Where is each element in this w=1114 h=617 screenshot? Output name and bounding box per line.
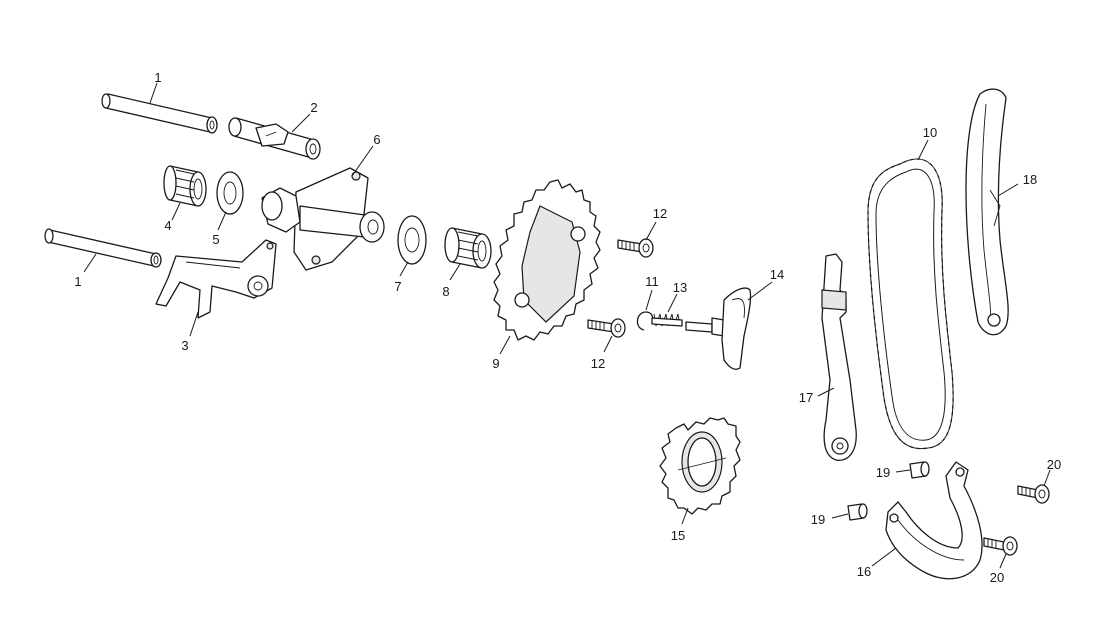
part-pin-follower — [228, 117, 321, 160]
callout-20-lower: 20 — [990, 570, 1004, 585]
leader-12a — [645, 221, 657, 241]
leader-18 — [997, 183, 1019, 197]
callout-2: 2 — [310, 100, 317, 115]
part-camshaft — [261, 167, 385, 271]
leader-17 — [817, 387, 835, 397]
part-washer-left — [216, 171, 244, 215]
callout-15: 15 — [671, 528, 685, 543]
callout-20-upper: 20 — [1047, 457, 1061, 472]
leader-5 — [217, 211, 227, 231]
part-spring — [651, 313, 683, 327]
leader-2 — [291, 113, 311, 133]
leader-13 — [667, 293, 678, 313]
callout-13: 13 — [673, 280, 687, 295]
part-bolt-lower — [587, 318, 626, 338]
leader-20b — [999, 553, 1007, 569]
leader-1a — [149, 82, 158, 104]
part-tensioner-plunger — [685, 287, 752, 370]
leader-11 — [645, 289, 653, 311]
leader-7 — [399, 261, 409, 277]
part-bushing-upper — [909, 461, 930, 479]
leader-8 — [449, 263, 461, 281]
leader-19b — [831, 513, 849, 519]
part-crank-sprocket — [659, 417, 741, 515]
callout-16: 16 — [857, 564, 871, 579]
part-bolt-upper — [617, 238, 654, 258]
callout-12-upper: 12 — [653, 206, 667, 221]
callout-19-lower: 19 — [811, 512, 825, 527]
part-needle-bearing-right — [444, 227, 492, 269]
leader-6 — [351, 145, 374, 177]
callout-5: 5 — [212, 232, 219, 247]
part-chain-guide-right — [965, 88, 1009, 336]
leader-12b — [603, 335, 613, 353]
callout-9: 9 — [492, 356, 499, 371]
callout-8: 8 — [442, 284, 449, 299]
leader-1b — [83, 253, 97, 273]
part-cam-sprocket — [493, 179, 601, 341]
callout-17: 17 — [799, 390, 813, 405]
part-washer-right — [397, 215, 427, 265]
part-bushing-lower — [847, 503, 868, 521]
part-chain-guard — [885, 461, 983, 580]
callout-18: 18 — [1023, 172, 1037, 187]
callout-14: 14 — [770, 267, 784, 282]
callout-3: 3 — [181, 338, 188, 353]
callout-10: 10 — [923, 125, 937, 140]
part-timing-chain — [864, 155, 957, 453]
part-shaft-upper — [101, 93, 218, 134]
callout-4: 4 — [164, 218, 171, 233]
leader-4 — [171, 202, 181, 221]
leader-15 — [681, 507, 689, 525]
callout-19-upper: 19 — [876, 465, 890, 480]
leader-3 — [189, 311, 199, 337]
part-screw-upper — [1017, 484, 1050, 504]
callout-7: 7 — [394, 279, 401, 294]
part-screw-lower — [983, 536, 1018, 556]
part-rocker-fork — [155, 239, 277, 319]
leader-16 — [871, 547, 897, 567]
callout-6: 6 — [373, 132, 380, 147]
part-circlip — [636, 311, 654, 331]
callout-1-upper: 1 — [154, 70, 161, 85]
leader-9 — [499, 335, 511, 355]
leader-19a — [895, 469, 911, 473]
callout-1-lower: 1 — [74, 274, 81, 289]
callout-11: 11 — [645, 274, 659, 289]
part-needle-bearing-left — [163, 165, 207, 207]
leader-14 — [747, 281, 773, 301]
part-chain-guide-left — [821, 253, 857, 461]
leader-10 — [917, 139, 929, 161]
callout-12-lower: 12 — [591, 356, 605, 371]
part-shaft-lower — [44, 228, 162, 268]
leader-20a — [1043, 469, 1051, 487]
